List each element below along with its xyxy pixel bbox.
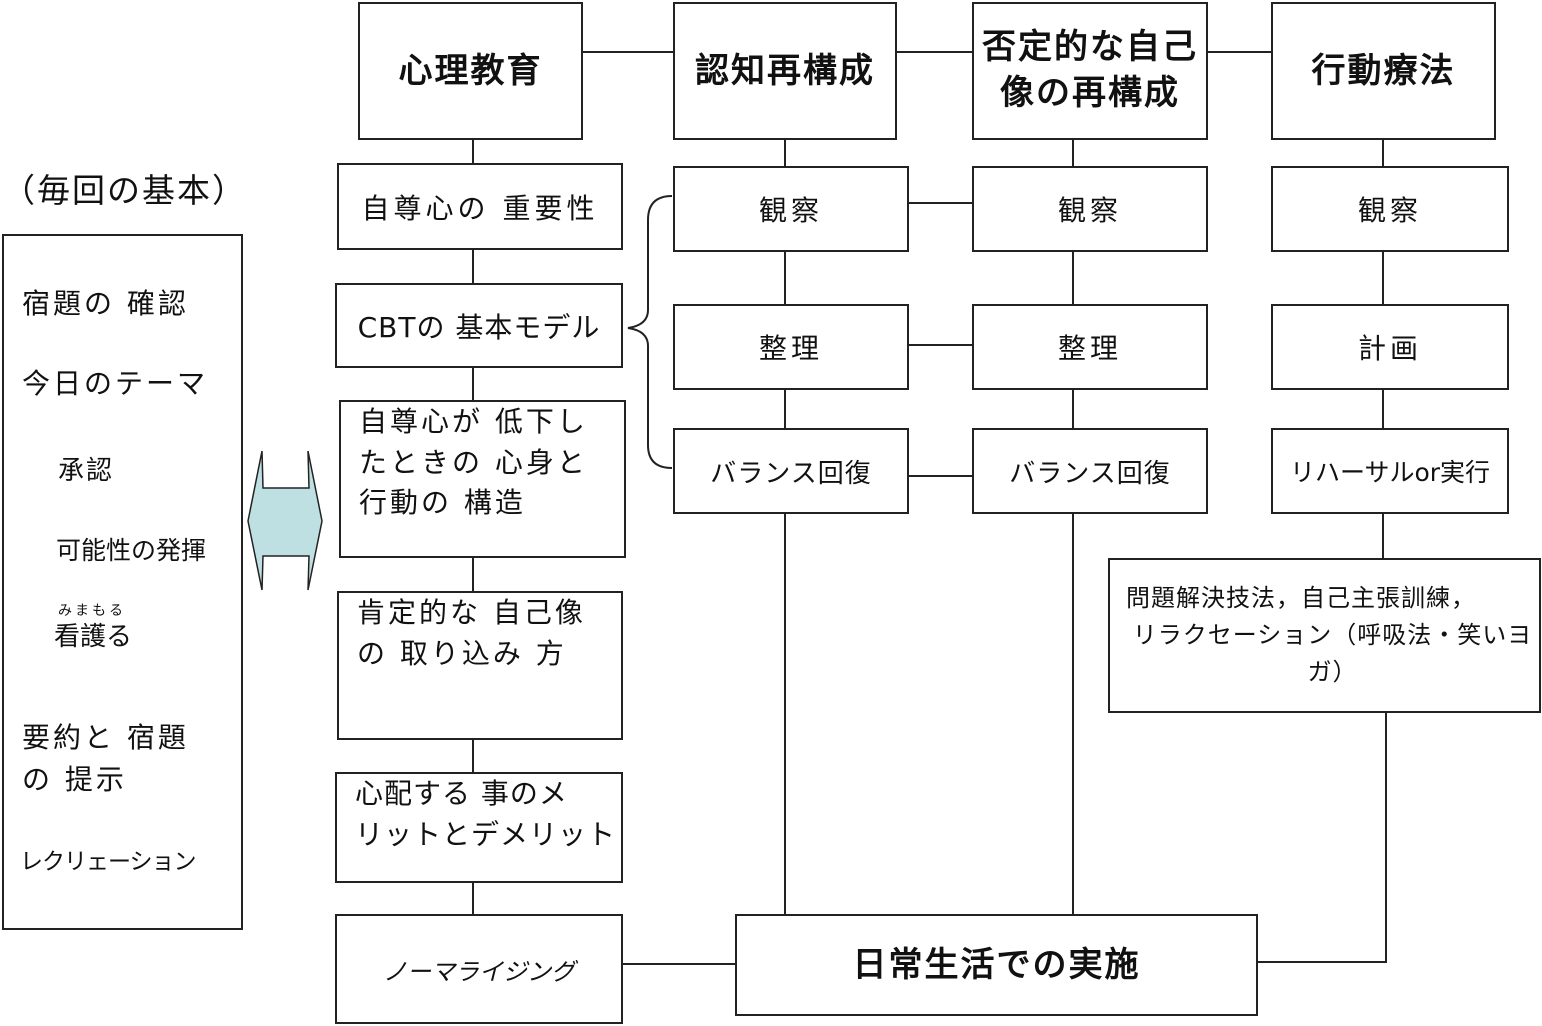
basics-item-todays-theme: 今日のテーマ: [22, 367, 209, 400]
node-label: 問題解決技法，自己主張訓練，: [1126, 583, 1476, 612]
basics-item-approval: 承認: [58, 456, 115, 486]
node-label: CBTの 基本モデル: [357, 310, 601, 344]
node-label: の 取り込み 方: [357, 636, 567, 670]
self-image-observe: 観察: [972, 166, 1208, 252]
connector-line: [1258, 713, 1387, 963]
cognitive-balance-recovery: バランス回復: [673, 428, 909, 514]
behavior-observe: 観察: [1271, 166, 1509, 252]
header-behavior-therapy: 行動療法: [1271, 2, 1496, 140]
node-label: リットとデメリット: [355, 817, 617, 851]
header-label: 心理教育: [398, 50, 543, 91]
header-cognitive-restructuring: 認知再構成: [673, 2, 897, 140]
node-label: 観察: [1057, 194, 1122, 227]
psycho-self-esteem: 自尊心の 重要性: [337, 163, 623, 250]
node-label: 整理: [1057, 332, 1122, 365]
behavior-techniques: 問題解決技法，自己主張訓練， リラクセーション（呼吸法・笑いヨガ）: [1108, 558, 1541, 713]
header-label: 行動療法: [1311, 50, 1456, 91]
self-image-balance-recovery: バランス回復: [972, 428, 1208, 514]
node-label: 日常生活での実施: [852, 944, 1141, 985]
node-label: バランス回復: [1009, 458, 1171, 489]
psycho-positive-self-image: 肯定的な 自己像 の 取り込み 方: [337, 591, 623, 740]
basics-item-watch: 看護る: [54, 622, 133, 652]
node-label: 整理: [758, 332, 823, 365]
basics-item-potential: 可能性の発揮: [56, 536, 207, 565]
node-label: 肯定的な 自己像: [357, 596, 586, 629]
node-label: 心配する 事のメ: [355, 777, 568, 810]
basics-panel: [2, 234, 243, 930]
daily-life-practice: 日常生活での実施: [735, 914, 1258, 1016]
node-label: リラクセーション（呼吸法・笑いヨガ）: [1132, 620, 1533, 687]
node-label: 自尊心が 低下し: [359, 405, 588, 438]
psycho-cbt-model: CBTの 基本モデル: [335, 283, 623, 368]
basics-summary-line1: 要約と 宿題: [22, 721, 189, 754]
node-label: 観察: [758, 194, 823, 227]
header-label: 否定的な自己: [982, 27, 1198, 68]
node-label: たときの 心身と: [359, 445, 588, 479]
node-label: 観察: [1357, 194, 1422, 227]
header-label: 認知再構成: [695, 50, 875, 91]
basics-item-watch-ruby: みまもる: [58, 603, 126, 619]
node-label: 自尊心の 重要性: [361, 191, 599, 225]
cognitive-observe: 観察: [673, 166, 909, 252]
brace-connector: [627, 195, 673, 469]
header-label: 像の再構成: [1000, 73, 1180, 113]
header-negative-self-image: 否定的な自己 像の再構成: [972, 2, 1208, 140]
node-label: バランス回復: [710, 458, 872, 489]
psycho-structure: 自尊心が 低下し たときの 心身と 行動の 構造: [339, 400, 626, 558]
header-psychoeducation: 心理教育: [358, 2, 583, 140]
basics-recreation: レクリェーション: [20, 849, 197, 875]
basics-item-homework-check: 宿題の 確認: [22, 287, 189, 320]
psycho-normalizing: ノーマライジング: [335, 914, 623, 1024]
behavior-plan: 計画: [1271, 304, 1509, 390]
self-image-organize: 整理: [972, 304, 1208, 390]
basics-title: （毎回の基本）: [2, 171, 247, 210]
node-label: ノーマライジング: [383, 957, 575, 986]
behavior-rehearsal-or-execute: リハーサルor実行: [1271, 428, 1509, 514]
psycho-worry-pros-cons: 心配する 事のメ リットとデメリット: [335, 772, 623, 883]
node-label: 計画: [1357, 332, 1422, 365]
node-label: リハーサルor実行: [1289, 458, 1491, 487]
cognitive-organize: 整理: [673, 304, 909, 390]
double-arrow-icon: [247, 450, 323, 591]
basics-summary-line2: の 提示: [22, 763, 127, 796]
node-label: 行動の 構造: [359, 486, 526, 520]
